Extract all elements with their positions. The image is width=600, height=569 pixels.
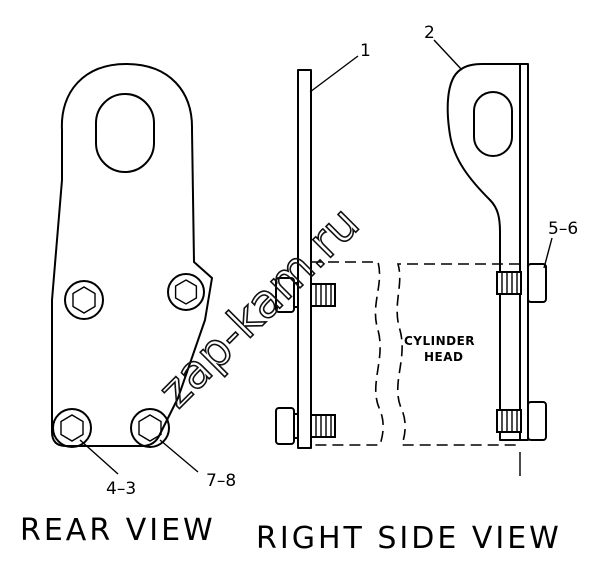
leader-2	[433, 39, 463, 71]
leader-1	[309, 55, 359, 93]
right-side-view	[275, 39, 553, 476]
rear-bolt-upper-left	[64, 280, 104, 320]
side-bolt-upper-right	[496, 263, 547, 303]
side-bolt-upper-left	[275, 277, 336, 313]
cylinder-head-label-line1: CYLINDER	[404, 334, 475, 348]
callout-4-3: 4–3	[106, 479, 136, 499]
cylinder-head-left	[311, 261, 384, 446]
rear-bolt-upper-right	[167, 273, 205, 311]
leader-7-8	[159, 439, 199, 473]
callout-2: 2	[424, 23, 435, 43]
callout-1: 1	[360, 41, 371, 61]
watermark: zap-kam.ru	[148, 196, 370, 418]
leader-5-6	[543, 237, 553, 269]
bracket-eye-slot	[473, 91, 513, 157]
rear-view-bracket	[51, 63, 213, 475]
rear-bolt-lower-right	[130, 408, 170, 448]
lifting-eye-slot	[95, 93, 155, 173]
bracket-flange	[519, 63, 529, 441]
rear-bolt-lower-left	[52, 408, 92, 448]
cylinder-head-right	[396, 263, 520, 446]
right-side-view-caption: RIGHT SIDE VIEW	[256, 521, 562, 556]
leader-4-3	[79, 439, 119, 475]
plate-part-1	[297, 69, 312, 449]
callout-5-6: 5–6	[548, 219, 578, 239]
cylinder-head-label-line2: HEAD	[424, 350, 464, 364]
bracket-part-2	[446, 63, 521, 441]
side-bolt-lower-left	[275, 407, 336, 445]
side-bolt-lower-right	[496, 401, 547, 441]
rear-view-caption: REAR VIEW	[20, 513, 216, 548]
callout-7-8: 7–8	[206, 471, 236, 491]
